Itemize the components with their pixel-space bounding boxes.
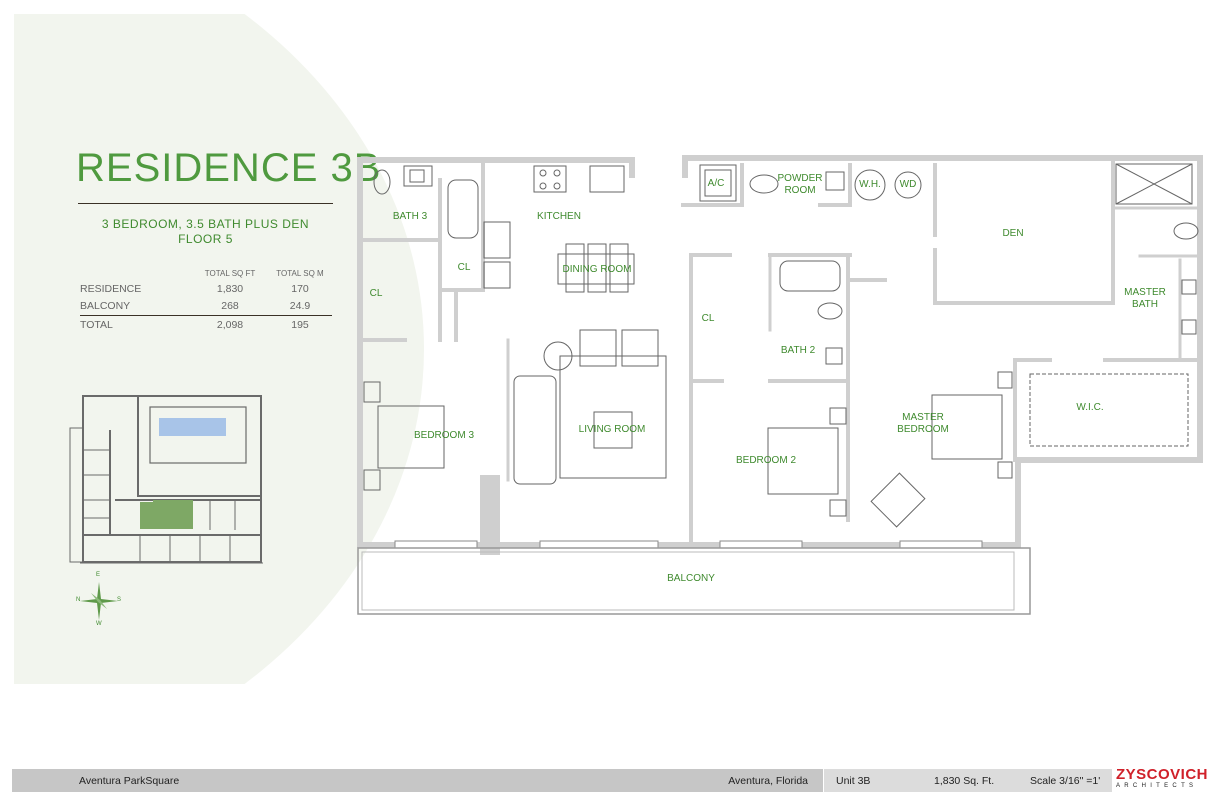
compass-east: E	[96, 572, 101, 578]
closet-bath3: CL	[457, 262, 471, 273]
compass-west: W	[96, 621, 102, 627]
pool	[159, 418, 226, 436]
compass-north: N	[76, 597, 81, 603]
architect-logo: ZYSCOVICH ARCHITECTS	[1116, 766, 1209, 789]
balcony-outline	[357, 547, 1031, 615]
floor-label: FLOOR 5	[178, 232, 233, 246]
footer-info: Unit 3B 1,830 Sq. Ft. Scale 3/16" =1'	[824, 769, 1112, 792]
background-arc	[14, 14, 614, 684]
unit-description: 3 BEDROOM, 3.5 BATH PLUS DEN	[101, 217, 310, 231]
room-bath-2: BATH 2	[780, 345, 816, 356]
washer-dryer: WD	[899, 179, 917, 190]
compass-south: S	[117, 597, 122, 603]
compass-rose: E N S W	[76, 572, 122, 627]
room-kitchen: KITCHEN	[537, 211, 581, 222]
col-sqft: TOTAL SQ FT	[204, 268, 256, 278]
col-sqm: TOTAL SQ M	[276, 268, 324, 278]
room-ac: A/C	[707, 178, 725, 189]
room-den: DEN	[1002, 228, 1024, 239]
table-header: TOTAL SQ FT TOTAL SQ M	[80, 266, 332, 280]
room-wic: W.I.C.	[1076, 402, 1104, 413]
table-total-row: TOTAL 2,098 195	[80, 315, 332, 333]
unit-label: Unit 3B	[836, 774, 871, 787]
page-title: RESIDENCE 3B	[76, 146, 382, 190]
table-row: RESIDENCE 1,830 170	[80, 282, 309, 295]
room-bedroom-3: BEDROOM 3	[413, 430, 475, 441]
closet-bedroom3: CL	[369, 288, 383, 299]
divider	[78, 203, 333, 204]
area-table: TOTAL SQ FT TOTAL SQ M RESIDENCE 1,830 1…	[80, 266, 332, 333]
scale-label: Scale 3/16" =1'	[1030, 774, 1101, 787]
project-name: Aventura ParkSquare	[79, 774, 180, 787]
room-bedroom-2: BEDROOM 2	[735, 455, 797, 466]
room-bath-3: BATH 3	[392, 211, 428, 222]
room-balcony: BALCONY	[667, 573, 715, 584]
unit-highlight-balcony	[153, 500, 193, 504]
footer-bar: Aventura ParkSquare Aventura, Florida	[12, 769, 823, 792]
room-dining: DINING ROOM	[562, 264, 632, 275]
room-living: LIVING ROOM	[578, 424, 646, 435]
project-location: Aventura, Florida	[728, 774, 808, 787]
closet-bedroom2: CL	[701, 313, 715, 324]
unit-area: 1,830 Sq. Ft.	[934, 774, 995, 787]
unit-highlight	[140, 502, 193, 529]
table-row: BALCONY 268 24.9	[80, 299, 311, 312]
balcony-railing	[361, 551, 1015, 611]
site-key-plan	[69, 395, 263, 564]
compass-star-icon	[80, 582, 118, 620]
water-heater: W.H.	[859, 179, 881, 190]
fixtures-and-furniture	[363, 163, 1199, 528]
